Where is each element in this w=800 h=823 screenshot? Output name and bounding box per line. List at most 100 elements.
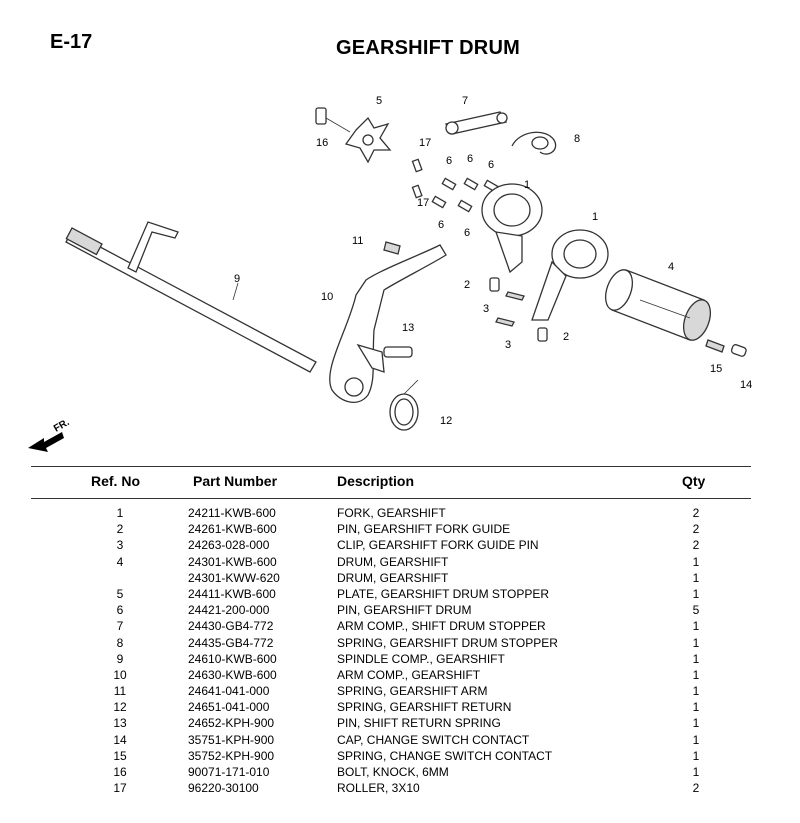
cell-ref-no: 16 xyxy=(113,765,127,779)
cell-description: CAP, CHANGE SWITCH CONTACT xyxy=(337,732,530,747)
cell-part-number: 24630-KWB-600 xyxy=(188,667,277,682)
callout-3a: 3 xyxy=(483,303,489,315)
cell-ref-no: 10 xyxy=(113,667,127,682)
cell-qty: 2 xyxy=(692,522,700,537)
callout-6d: 6 xyxy=(438,219,444,231)
callout-6c: 6 xyxy=(488,159,494,171)
cell-part-number: 24641-041-000 xyxy=(188,684,270,699)
callout-1b: 1 xyxy=(592,211,598,223)
table-row: 10 24630-KWB-600 ARM COMP., GEARSHIFT 1 xyxy=(31,667,751,683)
cell-part-number: 24430-GB4-772 xyxy=(188,619,274,634)
part-knock-bolt xyxy=(315,107,351,133)
cell-part-number: 24261-KWB-600 xyxy=(188,522,277,537)
part-drum-stopper-plate xyxy=(344,116,392,164)
cell-qty: 1 xyxy=(692,748,700,763)
cell-ref-no: 4 xyxy=(116,554,124,569)
callout-13: 13 xyxy=(402,322,414,334)
cell-description: PLATE, GEARSHIFT DRUM STOPPER xyxy=(337,586,550,601)
cell-qty: 1 xyxy=(692,651,700,666)
part-return-spring-pin xyxy=(383,346,413,358)
callout-12: 12 xyxy=(440,415,452,427)
cell-qty: 1 xyxy=(692,570,700,585)
cell-description: DRUM, GEARSHIFT xyxy=(337,570,449,585)
cell-description: ROLLER, 3X10 xyxy=(337,781,420,796)
cell-description: SPRING, GEARSHIFT RETURN xyxy=(337,700,512,715)
page-title: GEARSHIFT DRUM xyxy=(336,37,520,59)
table-row: 7 24430-GB4-772 ARM COMP., SHIFT DRUM STOP… xyxy=(31,618,751,634)
cell-ref-no: 8 xyxy=(116,635,124,650)
cell-description: BOLT, KNOCK, 6MM xyxy=(337,765,449,779)
cell-description: FORK, GEARSHIFT xyxy=(337,506,446,520)
exploded-parts-diagram: FR. 5 16 7 8 17 17 6 6 6 6 6 1 1 9 11 10… xyxy=(28,95,752,452)
part-gearshift-arm-spring xyxy=(383,241,401,255)
part-return-spring xyxy=(389,379,419,431)
table-body: 1 24211-KWB-600 FORK, GEARSHIFT 2 2 24261-KWB… xyxy=(31,505,751,796)
table-row: 24301-KWW-620 DRUM, GEARSHIFT 1 xyxy=(31,570,751,586)
part-gearshift-fork-upper xyxy=(481,183,543,274)
cell-description: PIN, GEARSHIFT DRUM xyxy=(337,603,472,618)
cell-part-number: 24652-KPH-900 xyxy=(188,716,275,731)
cell-qty: 1 xyxy=(692,732,700,747)
cell-qty: 1 xyxy=(692,635,700,650)
part-fork-guide-clips xyxy=(495,291,525,327)
callout-11: 11 xyxy=(352,235,363,247)
callout-6e: 6 xyxy=(464,227,470,239)
cell-ref-no: 2 xyxy=(116,522,124,537)
cell-qty: 1 xyxy=(692,667,700,682)
cell-part-number: 24411-KWB-600 xyxy=(188,586,276,601)
part-gearshift-fork-lower xyxy=(531,229,609,321)
cell-description: SPINDLE COMP., GEARSHIFT xyxy=(337,651,505,666)
cell-description: DRUM, GEARSHIFT xyxy=(337,554,449,569)
cell-part-number: 24301-KWB-600 xyxy=(188,554,277,569)
cell-part-number: 24263-028-000 xyxy=(188,538,270,553)
cell-description: PIN, SHIFT RETURN SPRING xyxy=(337,716,501,731)
cell-description: SPRING, CHANGE SWITCH CONTACT xyxy=(337,748,553,763)
callout-6b: 6 xyxy=(467,153,473,165)
cell-qty: 1 xyxy=(692,586,700,601)
cell-part-number: 35751-KPH-900 xyxy=(188,732,275,747)
page-code: E-17 xyxy=(50,31,93,53)
part-drum-stopper-spring xyxy=(511,131,557,155)
cell-part-number: 24211-KWB-600 xyxy=(188,506,276,520)
callout-labels: 5 16 7 8 17 17 6 6 6 6 6 1 1 9 11 10 2 3… xyxy=(234,95,752,427)
callout-3b: 3 xyxy=(505,339,511,351)
cell-description: ARM COMP., GEARSHIFT xyxy=(337,667,481,682)
cell-description: ARM COMP., SHIFT DRUM STOPPER xyxy=(337,619,546,634)
cell-part-number: 24651-041-000 xyxy=(188,700,270,715)
cell-part-number: 24301-KWW-620 xyxy=(188,570,280,585)
cell-description: SPRING, GEARSHIFT ARM xyxy=(337,684,488,699)
cell-qty: 1 xyxy=(692,700,700,715)
part-fork-guide-pins xyxy=(489,277,548,342)
cell-ref-no: 14 xyxy=(113,732,127,747)
cell-qty: 2 xyxy=(692,781,700,796)
callout-16: 16 xyxy=(316,137,328,149)
table-header-rule xyxy=(31,498,751,499)
part-small-pins xyxy=(411,158,499,213)
header-ref-no: Ref. No xyxy=(91,473,140,489)
cell-ref-no: 11 xyxy=(113,684,127,699)
cell-ref-no: 1 xyxy=(116,506,124,520)
cell-ref-no: 5 xyxy=(116,586,124,601)
table-row: 14 35751-KPH-900 CAP, CHANGE SWITCH CONTAC… xyxy=(31,732,751,748)
cell-qty: 1 xyxy=(692,765,700,779)
cell-qty: 1 xyxy=(692,684,700,699)
callout-17b: 17 xyxy=(417,197,429,209)
cell-ref-no: 13 xyxy=(113,716,127,731)
cell-ref-no: 7 xyxy=(116,619,124,634)
header-part-number: Part Number xyxy=(193,473,278,489)
header-qty: Qty xyxy=(682,473,706,489)
cell-part-number: 90071-171-010 xyxy=(188,765,270,779)
callout-4: 4 xyxy=(668,261,674,273)
table-row: 5 24411-KWB-600 PLATE, GEARSHIFT DRUM STOP… xyxy=(31,586,751,602)
cell-part-number: 96220-30100 xyxy=(188,781,259,796)
cell-part-number: 24435-GB4-772 xyxy=(188,635,274,650)
